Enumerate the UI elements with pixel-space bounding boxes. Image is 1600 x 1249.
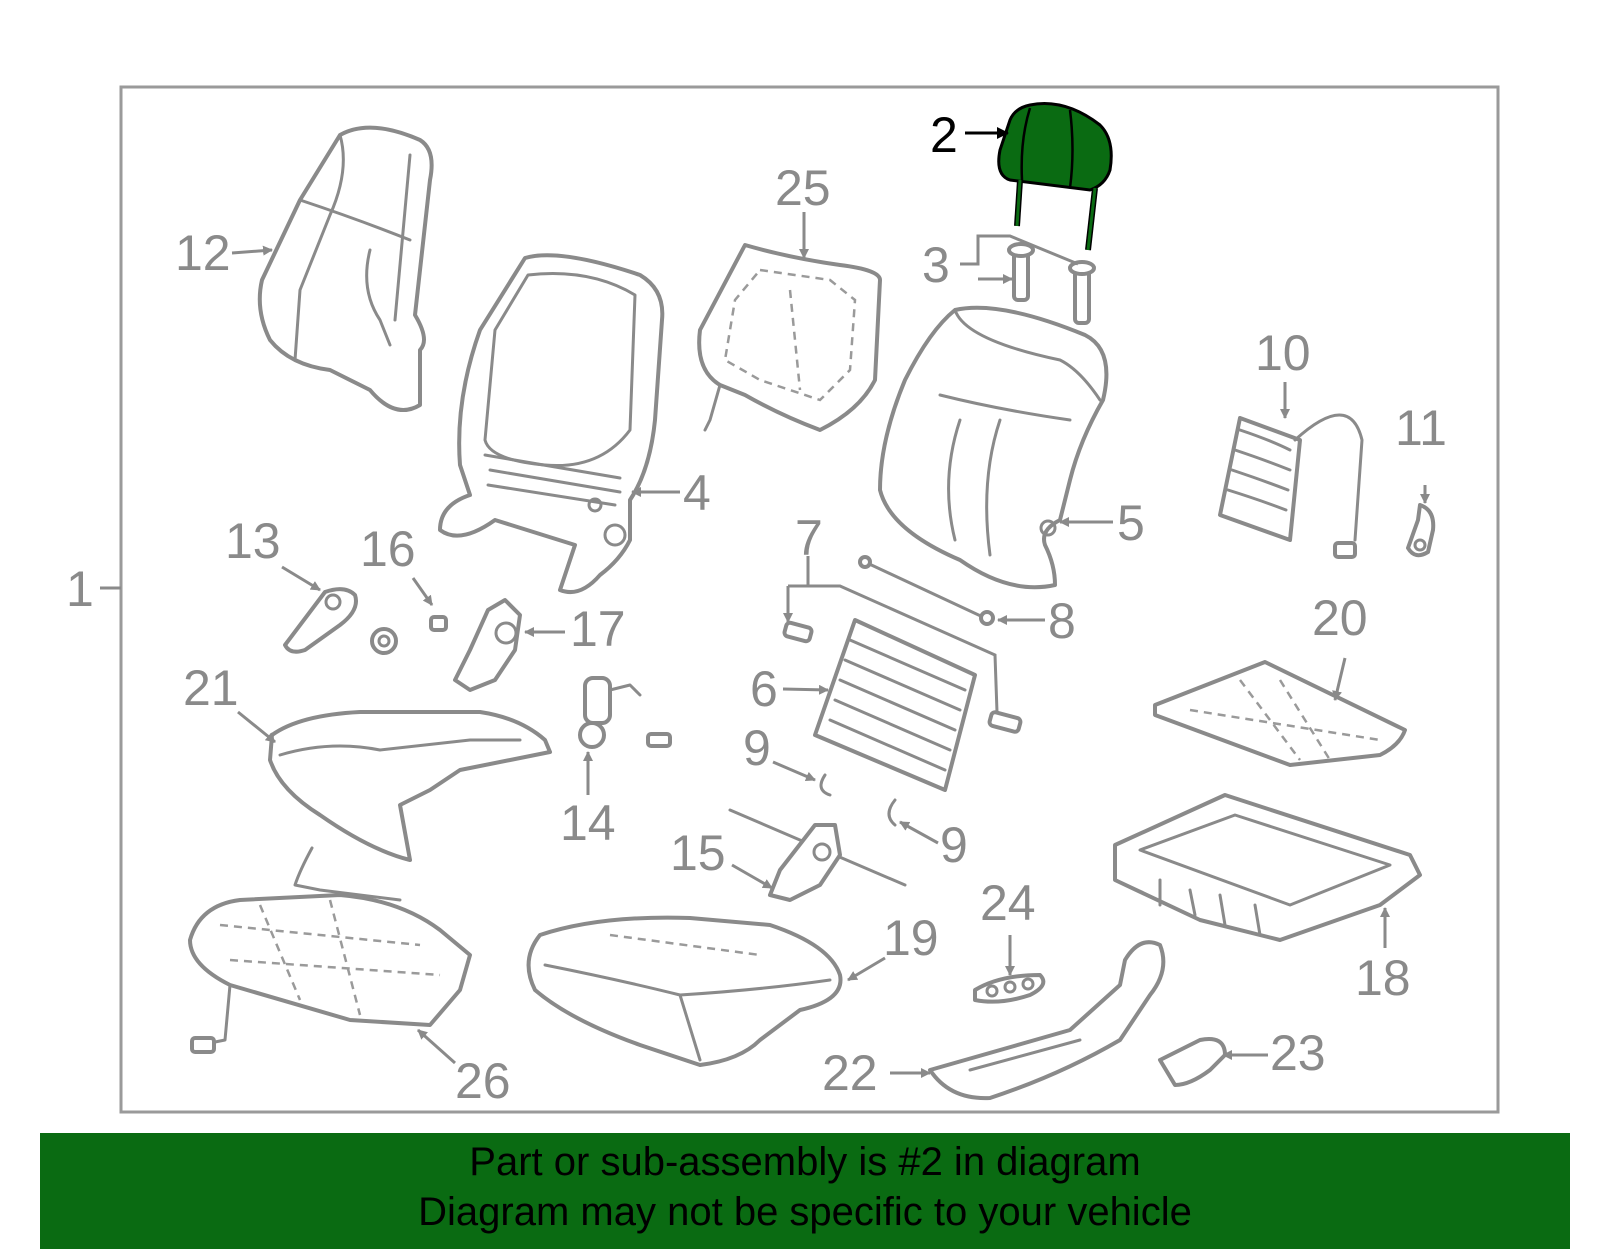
- part-13-recliner-cover[interactable]: [283, 587, 358, 654]
- callout-2: 2: [930, 107, 958, 163]
- part-16-bushing[interactable]: [370, 615, 448, 655]
- part-17-recliner[interactable]: [453, 598, 522, 692]
- callout-14: 14: [560, 795, 616, 851]
- part-11-clip[interactable]: [1406, 503, 1436, 558]
- part-6-seat-spring-frame[interactable]: [813, 618, 977, 792]
- callout-21: 21: [183, 660, 239, 716]
- callout-24: 24: [980, 875, 1036, 931]
- callout-20: 20: [1312, 590, 1368, 646]
- callout-26: 26: [455, 1053, 511, 1109]
- callout-labels: 1 2 3 4 5 6 7 8 9 9 10 11 12 13 14 15 16…: [66, 107, 1447, 1109]
- part-26-seat-heater[interactable]: [188, 846, 472, 1054]
- callout-9b: 9: [940, 817, 968, 873]
- callout-15: 15: [670, 825, 726, 881]
- callout-19: 19: [883, 910, 939, 966]
- diagram-frame: [119, 85, 1500, 1114]
- part-25-seat-back-pad[interactable]: [697, 243, 882, 432]
- info-banner: Part or sub-assembly is #2 in diagram Di…: [40, 1133, 1570, 1249]
- callout-23: 23: [1270, 1025, 1326, 1081]
- callout-25: 25: [775, 160, 831, 216]
- part-9-clips[interactable]: [819, 773, 897, 827]
- callout-7: 7: [795, 510, 823, 566]
- callout-18: 18: [1355, 950, 1411, 1006]
- callout-8: 8: [1048, 593, 1076, 649]
- callout-12: 12: [175, 225, 231, 281]
- part-23-cover[interactable]: [1158, 1037, 1227, 1087]
- part-15-height-adjuster[interactable]: [728, 808, 907, 902]
- callout-13: 13: [225, 513, 281, 569]
- banner-line-2: Diagram may not be specific to your vehi…: [418, 1190, 1192, 1234]
- part-14-motor[interactable]: [578, 676, 672, 749]
- part-5-seat-back-trim[interactable]: [878, 305, 1109, 590]
- part-2-headrest[interactable]: [997, 102, 1113, 251]
- part-7-springs[interactable]: [782, 620, 1023, 734]
- callout-11: 11: [1395, 400, 1447, 456]
- callout-5: 5: [1117, 495, 1145, 551]
- part-21-seat-cushion-cover[interactable]: [268, 710, 552, 862]
- part-18-cushion-frame[interactable]: [1113, 793, 1422, 942]
- part-12-seat-back-cover[interactable]: [257, 125, 434, 412]
- callout-10: 10: [1255, 325, 1311, 381]
- part-8-rod[interactable]: [858, 555, 995, 626]
- part-20-cushion-mat[interactable]: [1153, 660, 1407, 767]
- callout-16: 16: [360, 521, 416, 577]
- banner-line-1: Part or sub-assembly is #2 in diagram: [469, 1140, 1141, 1184]
- callout-22: 22: [822, 1045, 878, 1101]
- callout-6: 6: [750, 661, 778, 717]
- callout-4: 4: [683, 465, 711, 521]
- part-3-headrest-guides[interactable]: [1007, 242, 1096, 325]
- callout-17: 17: [570, 601, 626, 657]
- part-10-lumbar-support[interactable]: [1218, 413, 1364, 559]
- part-22-side-trim[interactable]: [928, 940, 1166, 1101]
- part-4-seat-back-frame[interactable]: [438, 253, 665, 595]
- part-19-seat-cushion-pad[interactable]: [526, 915, 843, 1067]
- part-24-covers[interactable]: [973, 973, 1046, 1004]
- callout-9a: 9: [743, 720, 771, 776]
- callout-3: 3: [922, 237, 950, 293]
- leader-lines: [231, 127, 1430, 1078]
- callout-1: 1: [66, 561, 94, 617]
